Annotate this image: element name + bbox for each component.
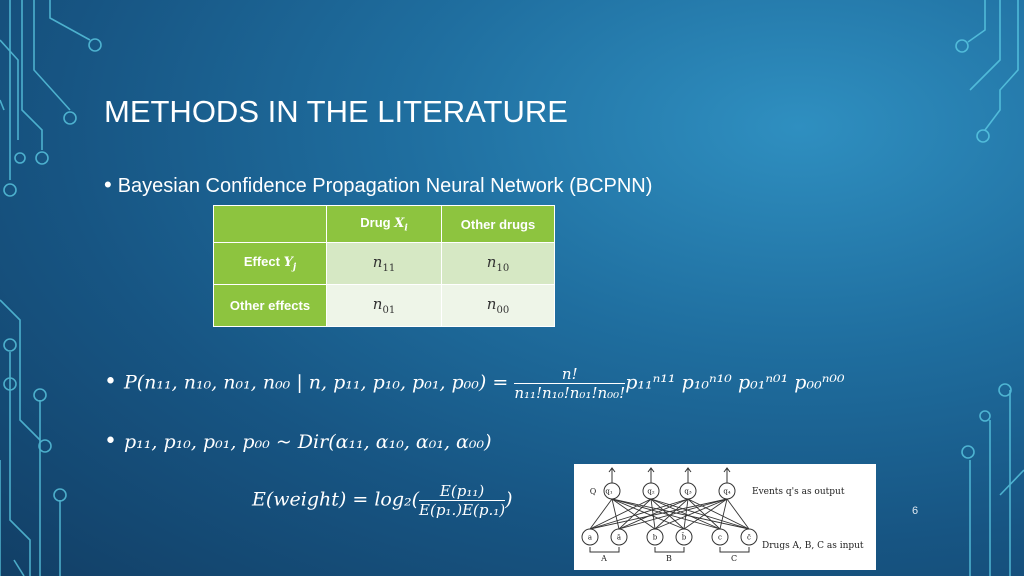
network-edge <box>611 498 685 530</box>
input-node <box>610 528 628 546</box>
table-header-other-drugs: Other drugs <box>441 205 555 243</box>
input-node <box>675 528 693 546</box>
network-edge <box>683 498 728 530</box>
network-edge <box>654 498 689 530</box>
node-label: b <box>653 534 658 542</box>
node-label: q₄ <box>723 488 730 496</box>
eq1-rhs: p₁₁ⁿ¹¹ p₁₀ⁿ¹⁰ p₀₁ⁿ⁰¹ p₀₀ⁿ⁰⁰ <box>625 371 845 394</box>
network-edge <box>611 498 620 530</box>
network-edge <box>687 498 721 530</box>
node-label: c̄ <box>747 534 751 542</box>
node-label: q₂ <box>647 488 654 496</box>
group-label-c: C <box>731 554 737 563</box>
group-label-b: B <box>666 554 672 563</box>
output-caption: Events q's as output <box>752 487 845 497</box>
network-edge <box>618 498 652 530</box>
table-row: Other effects n01 n00 <box>213 284 555 327</box>
bullet-bcpnn: •Bayesian Confidence Propagation Neural … <box>104 172 652 198</box>
input-node <box>581 528 599 546</box>
eq2-text: p₁₁, p₁₀, p₀₁, p₀₀ ~ Dir(α₁₁, α₁₀, α₀₁, … <box>123 431 492 453</box>
bcpnn-network-diagram: q₁ q₂ q₃ q₄ a ā b b̄ c c̄ Q A B C Events… <box>574 464 876 570</box>
network-edge <box>611 498 750 530</box>
eq1-lhs: P(n₁₁, n₁₀, n₀₁, n₀₀ | n, p₁₁, p₁₀, p₀₁,… <box>123 371 509 394</box>
page-number: 6 <box>912 505 919 517</box>
bullet-text: Bayesian Confidence Propagation Neural N… <box>117 175 653 197</box>
eq3-lhs: E(weight) = log₂( <box>252 488 420 511</box>
bullet-dot: • <box>104 172 112 197</box>
contingency-table: Drug Xi Other drugs Effect Yj n11 n10 Ot… <box>213 205 555 327</box>
input-node <box>646 528 664 546</box>
eq1-fraction: n!n₁₁!n₁₀!n₀₁!n₀₀! <box>514 365 626 402</box>
input-caption: Drugs A, B, C as input <box>762 541 864 551</box>
row-label-other-effects: Other effects <box>213 284 327 327</box>
node-label: q₁ <box>605 488 612 496</box>
equation-dirichlet: • p₁₁, p₁₀, p₀₁, p₀₀ ~ Dir(α₁₁, α₁₀, α₀₁… <box>104 429 492 454</box>
table-corner-cell <box>213 205 327 243</box>
network-edge <box>589 498 728 530</box>
table-header-row: Drug Xi Other drugs <box>213 205 555 243</box>
network-edge <box>589 498 689 530</box>
network-svg: q₁ q₂ q₃ q₄ a ā b b̄ c c̄ Q A B C Events… <box>581 467 864 563</box>
network-edge <box>650 498 750 530</box>
table-row: Effect Yj n11 n10 <box>213 242 555 285</box>
network-edge <box>611 498 656 530</box>
node-label: c <box>718 534 722 542</box>
network-edge <box>650 498 721 530</box>
network-edge <box>618 498 689 530</box>
equation-weight: E(weight) = log₂(E(p₁₁)E(p₁.)E(p.₁)) <box>252 482 513 519</box>
node-label: b̄ <box>682 532 687 542</box>
node-label: ā <box>617 534 621 542</box>
output-letter: Q <box>590 487 597 496</box>
slide-title: METHODS IN THE LITERATURE <box>104 94 568 129</box>
eq3-fraction: E(p₁₁)E(p₁.)E(p.₁) <box>419 482 506 519</box>
group-label-a: A <box>600 554 607 563</box>
cell-n01: n01 <box>326 284 442 327</box>
network-edge <box>589 498 613 530</box>
node-label: a <box>588 534 592 542</box>
input-node <box>740 528 758 546</box>
table-header-drug: Drug Xi <box>326 205 442 243</box>
network-edge <box>687 498 750 530</box>
node-label: q₃ <box>684 488 691 496</box>
eq3-close: ) <box>505 488 513 511</box>
network-edge <box>654 498 728 530</box>
cell-n10: n10 <box>441 242 555 285</box>
network-edge <box>719 498 728 530</box>
network-edge <box>611 498 721 530</box>
network-edge <box>618 498 728 530</box>
network-edge <box>650 498 656 530</box>
equation-likelihood: • P(n₁₁, n₁₀, n₀₁, n₀₀ | n, p₁₁, p₁₀, p₀… <box>104 365 845 402</box>
input-node <box>711 528 729 546</box>
cell-n11: n11 <box>326 242 442 285</box>
row-label-effect: Effect Yj <box>213 242 327 285</box>
network-edge <box>589 498 652 530</box>
network-edge <box>726 498 750 530</box>
cell-n00: n00 <box>441 284 555 327</box>
